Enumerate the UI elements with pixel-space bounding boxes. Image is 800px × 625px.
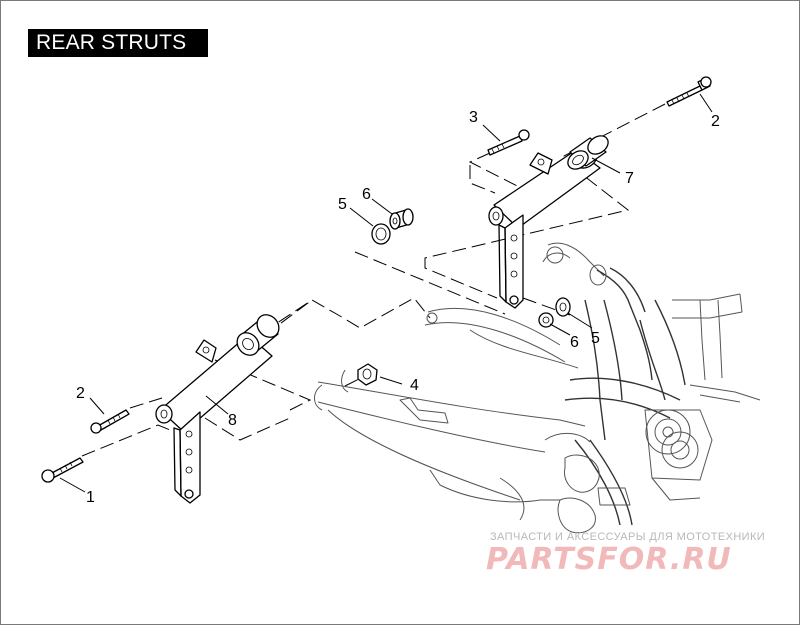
diagram-title: REAR STRUTS — [28, 29, 208, 57]
callout-3: 3 — [469, 109, 478, 126]
callout-labels: 2 3 7 6 5 5 6 4 8 2 1 — [76, 109, 720, 506]
swingarm-frame — [314, 242, 761, 534]
callout-1: 1 — [86, 489, 95, 506]
washer-5-upper — [371, 223, 391, 245]
leader-lines — [59, 93, 713, 493]
bolt-2-lower — [90, 409, 130, 434]
bushing-6-upper — [389, 208, 414, 230]
strut-lower — [155, 314, 280, 504]
washer-5-lower — [555, 297, 571, 317]
bushing-6-lower — [538, 312, 554, 328]
nut-4 — [357, 363, 378, 386]
callout-6-upper: 6 — [362, 186, 371, 203]
bolt-2-upper — [666, 76, 712, 107]
callout-5-upper: 5 — [338, 196, 347, 213]
callout-5-lower: 5 — [591, 330, 600, 347]
watermark-brand-logo: PARTSFOR.RU — [486, 542, 732, 577]
bolt-3 — [487, 129, 530, 156]
callout-6-lower: 6 — [570, 334, 579, 351]
callout-2-upper: 2 — [711, 113, 720, 130]
callout-8: 8 — [228, 412, 237, 429]
callout-2-lower: 2 — [76, 385, 85, 402]
bolt-1 — [41, 457, 84, 483]
callout-7: 7 — [625, 170, 634, 187]
strut-upper — [488, 135, 609, 309]
callout-4: 4 — [410, 377, 419, 394]
watermark-tagline: ЗАПЧАСТИ И АКСЕССУАРЫ ДЛЯ МОТОТЕХНИКИ — [490, 531, 766, 543]
